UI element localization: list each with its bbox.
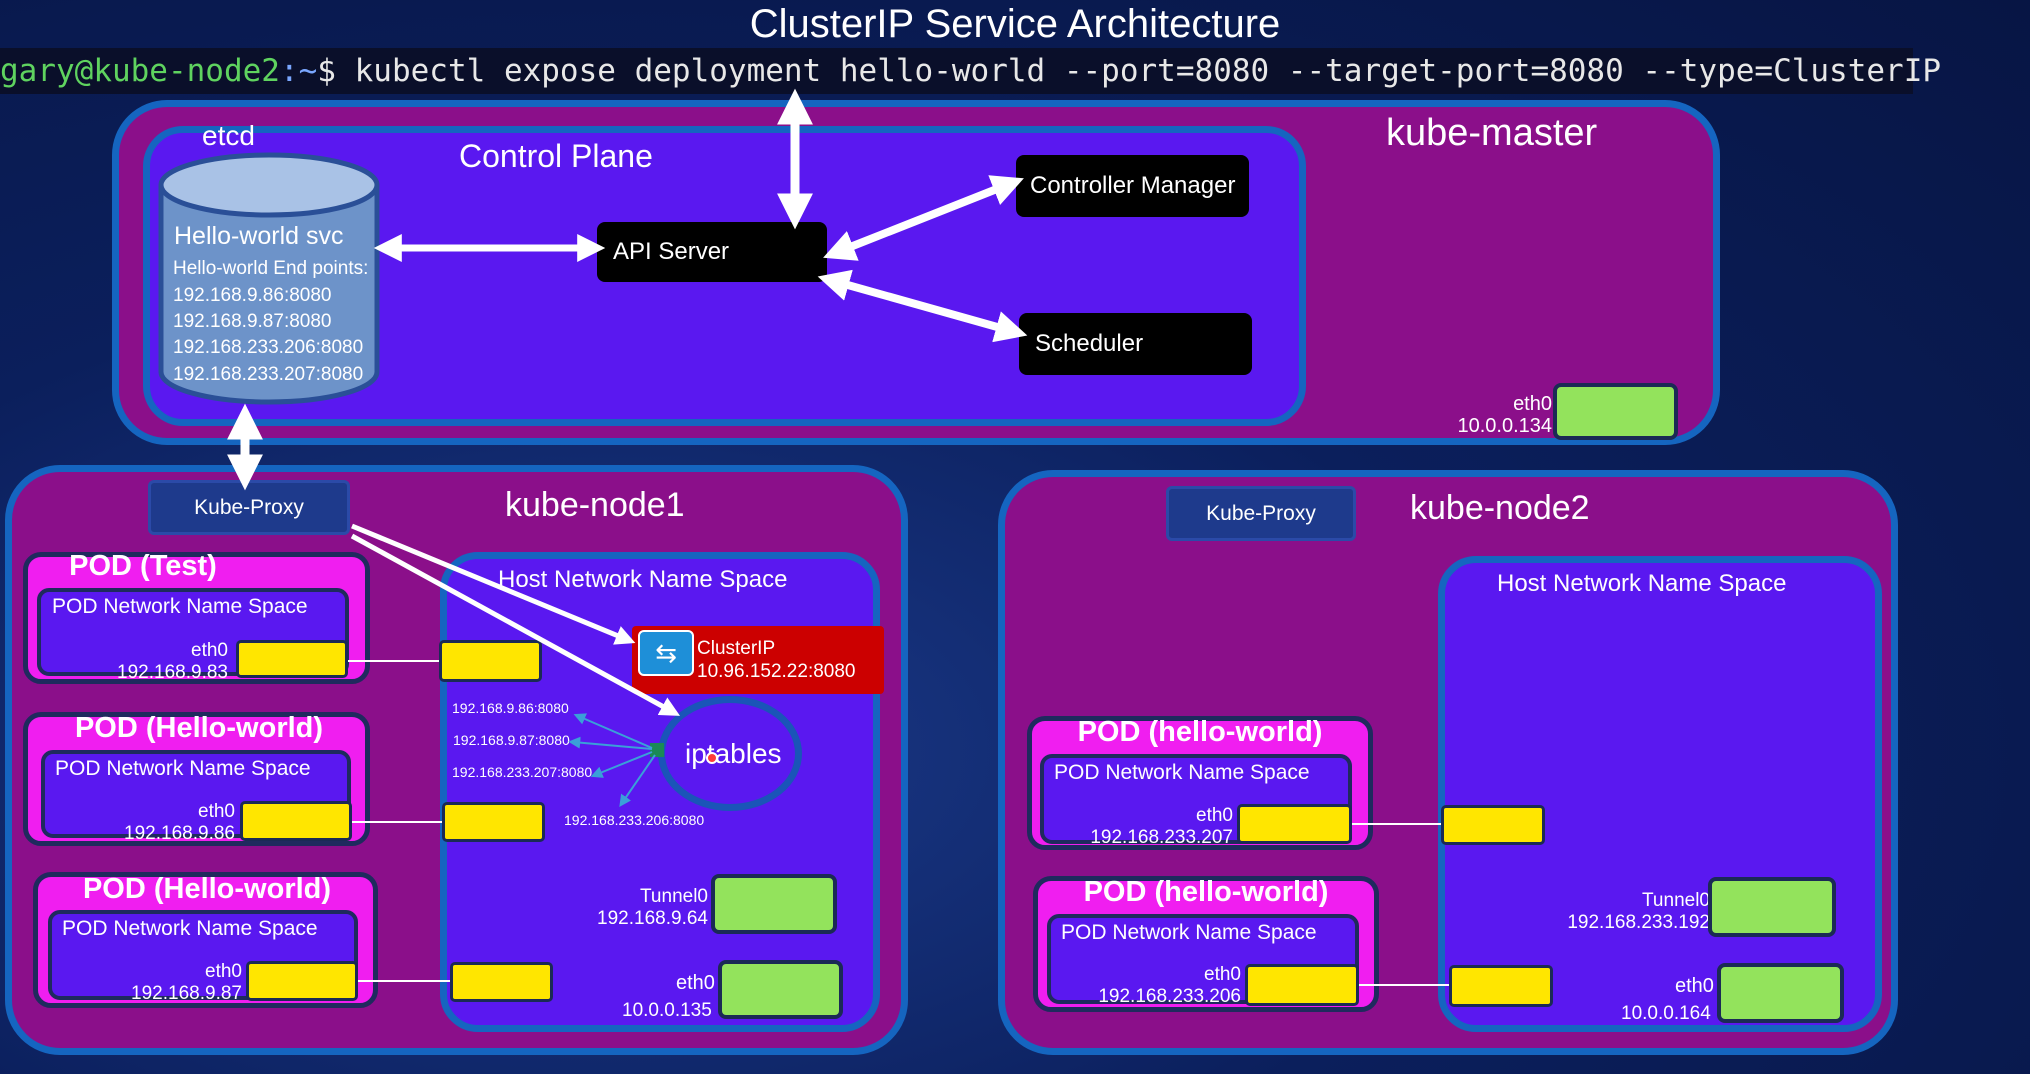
iptables-label: iptables [685,738,782,769]
iptables-cursor-icon [706,752,718,764]
pod-veth [240,801,352,841]
node1-eth0-nic [718,960,843,1019]
terminal-path: :~ [279,53,318,89]
pod-veth [1237,804,1352,844]
etcd-endpoint: 192.168.233.207:8080 [173,364,364,385]
host-veth [450,962,553,1002]
terminal-command: kubectl expose deployment hello-world --… [335,53,1942,89]
etcd-svc-name: Hello-world svc [174,222,344,250]
route-label: 192.168.9.87:8080 [453,732,570,748]
pod-eth-ip: 192.168.9.87 [131,983,242,1004]
etcd-database [158,150,380,405]
controller-manager-label: Controller Manager [1030,172,1236,199]
pod-eth-name: eth0 [191,640,228,661]
node2-tunnel-ip: 192.168.233.192 [1567,912,1710,933]
node1-tunnel-name: Tunnel0 [640,886,708,907]
pod-ns-label: POD Network Name Space [1061,921,1317,944]
api-server-box: API Server [597,222,827,282]
etcd-endpoints-title: Hello-world End points: [173,258,369,279]
clusterip-label: ClusterIP [697,638,776,659]
node2-tunnel-name: Tunnel0 [1642,890,1710,911]
pod-eth-ip: 192.168.9.86 [124,823,235,844]
master-eth-ip: 10.0.0.134 [1457,415,1552,437]
terminal-user: gary@kube-node2 [0,53,280,89]
host-veth [1441,805,1545,845]
route-label: 192.168.233.206:8080 [564,812,705,828]
control-plane-title: Control Plane [459,138,653,174]
scheduler-box: Scheduler [1019,313,1252,375]
pod-title: POD (hello-world) [1077,716,1323,748]
cloud-swap-icon: ⇆ [638,630,694,676]
etcd-endpoint: 192.168.9.87:8080 [173,311,332,332]
kube-node2-title: kube-node2 [1410,489,1590,527]
pod-ns-label: POD Network Name Space [55,757,311,780]
api-server-label: API Server [613,238,730,265]
host-veth [439,640,542,682]
etcd-label: etcd [202,120,255,151]
pod-eth-ip: 192.168.233.206 [1098,986,1241,1007]
pod-veth [1245,964,1359,1006]
clusterip-address: 10.96.152.22:8080 [697,661,856,682]
host-veth [1449,965,1553,1007]
pod-eth-ip: 192.168.233.207 [1090,827,1233,848]
etcd-cylinder-icon [158,152,380,405]
node2-host-network-namespace [1438,556,1882,1032]
master-eth0-nic [1553,383,1678,440]
controller-manager-box: Controller Manager [1016,155,1249,217]
route-label: 192.168.9.86:8080 [452,700,569,716]
node2-host-ns-title: Host Network Name Space [1497,570,1787,597]
host-veth [442,802,545,842]
pod-ns-label: POD Network Name Space [52,595,308,618]
pod-ns-label: POD Network Name Space [1054,761,1310,784]
terminal-prompt: $ [317,53,336,89]
pod-eth-name: eth0 [198,801,235,822]
kube-master-title: kube-master [1386,112,1598,154]
node2-eth0-nic [1717,963,1844,1023]
pod-eth-name: eth0 [1196,805,1233,826]
node1-eth-ip: 10.0.0.135 [622,1000,712,1021]
kube-proxy-node2: Kube-Proxy [1166,486,1356,541]
etcd-endpoint: 192.168.233.206:8080 [173,337,364,358]
pod-eth-ip: 192.168.9.83 [117,662,228,683]
node1-host-ns-title: Host Network Name Space [498,566,788,593]
diagram-title: ClusterIP Service Architecture [749,2,1281,46]
terminal-command-line: gary@kube-node2:~$ kubectl expose deploy… [0,48,1941,94]
master-eth-name: eth0 [1513,393,1552,415]
pod-title: POD (Test) [69,550,217,582]
node2-tunnel0-nic [1708,877,1836,937]
kube-node1-title: kube-node1 [505,486,685,524]
route-label: 192.168.233.207:8080 [452,764,593,780]
pod-title: POD (Hello-world) [74,712,324,744]
pod-title: POD (Hello-world) [82,873,332,905]
pod-eth-name: eth0 [1204,964,1241,985]
pod-veth [236,640,348,678]
pod-veth [246,961,358,1001]
node2-eth-name: eth0 [1675,975,1714,997]
pod-eth-name: eth0 [205,961,242,982]
pod-ns-label: POD Network Name Space [62,917,318,940]
node1-tunnel0-nic [711,874,837,934]
kube-proxy-node1: Kube-Proxy [148,480,350,535]
scheduler-label: Scheduler [1035,330,1144,357]
node1-eth-name: eth0 [676,972,715,994]
node2-eth-ip: 10.0.0.164 [1621,1003,1711,1024]
node1-tunnel-ip: 192.168.9.64 [597,908,708,929]
pod-title: POD (hello-world) [1083,876,1329,908]
etcd-endpoint: 192.168.9.86:8080 [173,285,332,306]
